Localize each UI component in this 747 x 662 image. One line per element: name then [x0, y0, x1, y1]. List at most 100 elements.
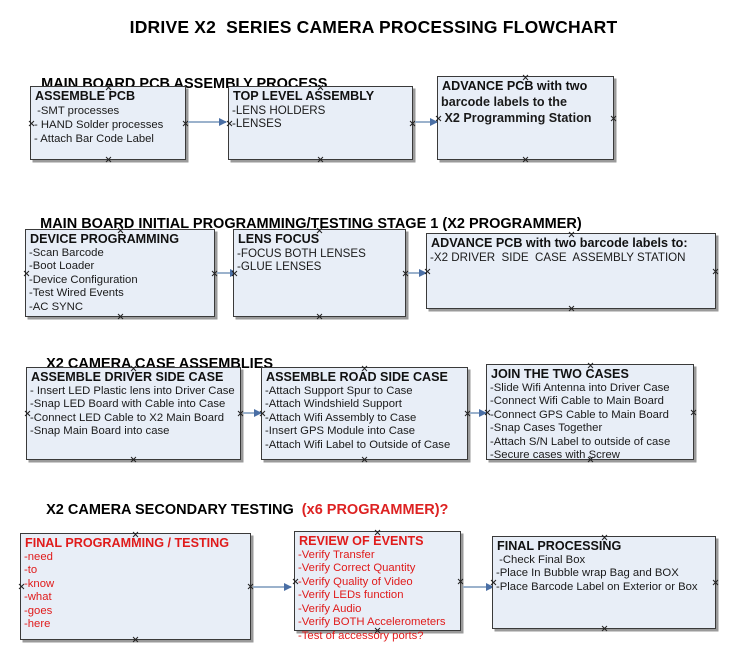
box-line: barcode labels to the [441, 94, 567, 109]
connector-review-of-events-to-final-processing [463, 583, 494, 591]
connector-handle-bottom[interactable] [132, 636, 139, 643]
box-advance-pcb-to-driver-side-case-assembly-station[interactable]: ADVANCE PCB with two barcode labels to: … [426, 233, 716, 309]
connector-handle-right[interactable] [712, 268, 719, 275]
section-heading-main-board-initial-programming-testing: MAIN BOARD INITIAL PROGRAMMING/TESTING S… [24, 200, 582, 248]
box-line: -Verify Quality of Video [298, 575, 413, 588]
connector-lens-focus-to-advance-pcb [408, 269, 427, 277]
box-line: -Boot Loader [29, 260, 95, 273]
box-line-overflow: -Test of accessory ports? [298, 630, 424, 643]
box-line: -Snap LED Board with Cable into Case [30, 398, 226, 411]
box-line: -Verify LEDs function [298, 589, 404, 602]
arrow-head-icon [284, 583, 292, 591]
box-title: LENS FOCUS [238, 232, 320, 246]
box-join-the-two-cases[interactable]: JOIN THE TWO CASES -Slide Wifi Antenna i… [486, 364, 694, 462]
box-line: -Connect Wifi Cable to Main Board [490, 395, 664, 408]
box-line: -Place Barcode Label on Exterior or Box [496, 580, 698, 593]
section-heading-text: X2 CAMERA SECONDARY TESTING [46, 502, 302, 518]
box-line: -Connect LED Cable to X2 Main Board [30, 411, 225, 424]
box-line: - Insert LED Plastic lens into Driver Ca… [30, 384, 235, 397]
box-title: ASSEMBLE DRIVER SIDE CASE [31, 370, 224, 384]
box-line: -LENSES [232, 117, 282, 131]
connector-handle-bottom[interactable] [317, 156, 324, 163]
box-title: REVIEW OF EVENTS [299, 534, 424, 548]
connector-road-side-to-join-cases [470, 409, 487, 417]
box-title: TOP LEVEL ASSEMBLY [233, 89, 375, 103]
section-heading-text: MAIN BOARD INITIAL PROGRAMMING/TESTING S… [40, 216, 582, 232]
box-line: -Verify Audio [298, 602, 362, 615]
box-line: -Verify Transfer [298, 548, 375, 561]
box-top-level-assembly[interactable]: TOP LEVEL ASSEMBLY -LENS HOLDERS -LENSES [228, 86, 413, 160]
connector-top-level-assembly-to-advance-pcb [415, 118, 438, 126]
box-line: -need [24, 550, 53, 563]
box-line: - HAND Solder processes [34, 118, 164, 131]
box-title: DEVICE PROGRAMMING [30, 232, 180, 246]
box-assemble-road-side-case[interactable]: ASSEMBLE ROAD SIDE CASE -Attach Support … [261, 367, 468, 460]
box-line: -Verify Correct Quantity [298, 562, 416, 575]
box-line: -Scan Barcode [29, 246, 104, 259]
box-title: FINAL PROCESSING [497, 539, 622, 553]
box-line: -Snap Main Board into case [30, 425, 170, 438]
connector-handle-bottom[interactable] [130, 456, 137, 463]
box-line: -Connect GPS Cable to Main Board [490, 408, 669, 421]
box-title: JOIN THE TWO CASES [491, 367, 629, 381]
connector-assemble-pcb-to-top-level-assembly [188, 118, 227, 126]
page-title: IDRIVE X2 SERIES CAMERA PROCESSING FLOWC… [129, 17, 618, 37]
connector-handle-bottom[interactable] [316, 313, 323, 320]
box-line: -LENS HOLDERS [232, 103, 326, 117]
box-line: -Test Wired Events [29, 287, 124, 300]
box-title: FINAL PROGRAMMING / TESTING [25, 536, 230, 550]
box-line: -Attach Wifi Label to Outside of Case [265, 438, 451, 451]
box-line: -Attach Wifi Assembly to Case [265, 411, 417, 424]
connector-handle-bottom[interactable] [522, 156, 529, 163]
section-heading-accent: (x6 PROGRAMMER)? [301, 502, 449, 518]
box-line: -Attach Support Spur to Case [265, 384, 413, 397]
box-line: -GLUE LENSES [237, 260, 322, 274]
connector-driver-side-to-road-side [243, 409, 262, 417]
arrow-head-icon [479, 409, 487, 417]
connector-handle-bottom[interactable] [568, 305, 575, 312]
box-line: -Insert GPS Module into Case [265, 425, 416, 438]
arrow-head-icon [430, 118, 438, 126]
box-line: -Secure cases with Screw [490, 449, 620, 462]
box-title: ADVANCE PCB with two barcode labels to: [431, 236, 688, 250]
connector-handle-bottom[interactable] [361, 456, 368, 463]
box-line: -Place In Bubble wrap Bag and BOX [496, 567, 679, 580]
box-title: ASSEMBLE ROAD SIDE CASE [266, 370, 448, 384]
box-line: -Verify BOTH Accelerometers [298, 616, 446, 629]
box-assemble-driver-side-case[interactable]: ASSEMBLE DRIVER SIDE CASE - Insert LED P… [26, 367, 241, 460]
box-line: -goes [24, 604, 53, 617]
connector-final-programming-to-review-of-events [253, 583, 292, 591]
box-line: -SMT processes [34, 104, 120, 117]
arrow-head-icon [486, 583, 494, 591]
box-title: ASSEMBLE PCB [35, 89, 136, 103]
box-line: -X2 DRIVER SIDE CASE ASSEMBLY STATION [430, 250, 686, 264]
box-line: -Slide Wifi Antenna into Driver Case [490, 381, 670, 394]
box-assemble-pcb[interactable]: ASSEMBLE PCB -SMT processes - HAND Solde… [30, 86, 186, 160]
box-line: -Attach S/N Label to outside of case [490, 435, 671, 448]
arrow-head-icon [254, 409, 262, 417]
box-line: - Attach Bar Code Label [34, 132, 154, 145]
box-line: -FOCUS BOTH LENSES [237, 246, 366, 260]
connector-handle-bottom[interactable] [601, 625, 608, 632]
box-line: -here [24, 618, 51, 631]
box-line: -AC SYNC [29, 300, 83, 313]
box-line: -Device Configuration [29, 273, 138, 286]
box-title: ADVANCE PCB with two [442, 79, 588, 93]
box-review-of-events[interactable]: REVIEW OF EVENTS -Verify Transfer -Verif… [294, 531, 461, 642]
arrow-head-icon [219, 118, 227, 126]
box-line: -Snap Cases Together [490, 422, 603, 435]
section-heading-x2-camera-secondary-testing: X2 CAMERA SECONDARY TESTING (x6 PROGRAMM… [30, 486, 448, 534]
box-line: X2 Programming Station [441, 111, 592, 125]
box-line: -Attach Windshield Support [265, 398, 402, 411]
box-line: -know [24, 577, 55, 590]
box-final-programming-testing[interactable]: FINAL PROGRAMMING / TESTING -need -to -k… [20, 533, 251, 640]
box-device-programming[interactable]: DEVICE PROGRAMMING -Scan Barcode -Boot L… [25, 229, 215, 317]
connector-handle-bottom[interactable] [105, 156, 112, 163]
box-final-processing[interactable]: FINAL PROCESSING -Check Final Box -Place… [492, 536, 716, 629]
box-line: -Check Final Box [496, 553, 586, 566]
arrow-head-icon [419, 269, 427, 277]
box-line: -what [24, 591, 52, 604]
box-lens-focus[interactable]: LENS FOCUS -FOCUS BOTH LENSES -GLUE LENS… [233, 229, 406, 317]
box-advance-pcb-to-x2-programming-station[interactable]: ADVANCE PCB with two barcode labels to t… [437, 76, 614, 160]
